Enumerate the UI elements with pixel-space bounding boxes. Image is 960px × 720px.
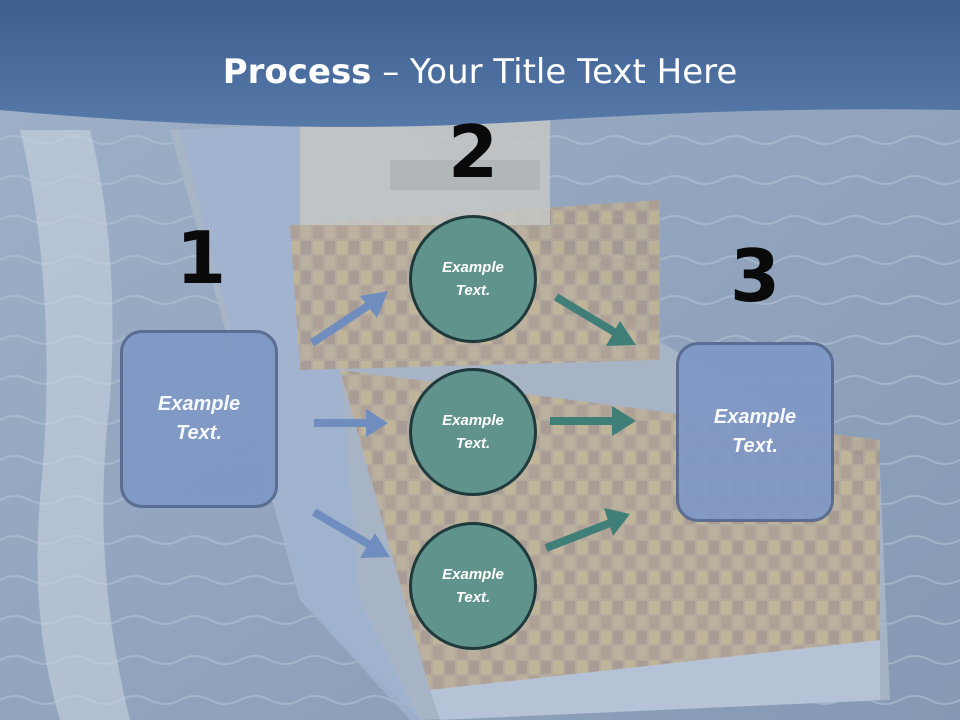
arrow-to-circle-1: [309, 291, 388, 347]
step-number-1: 1: [176, 216, 227, 300]
arrow-to-circle-3: [311, 508, 390, 558]
circle-step-2: Example Text.: [409, 368, 537, 496]
start-box: Example Text.: [120, 330, 278, 508]
arrow-from-circle-3: [544, 508, 630, 552]
arrow-from-circle-1: [553, 293, 636, 346]
arrow-from-circle-2: [550, 406, 636, 436]
circle-2-label: Example Text.: [442, 412, 504, 452]
start-box-label: Example Text.: [157, 393, 241, 444]
circle-step-3: Example Text.: [409, 522, 537, 650]
step-number-3: 3: [730, 234, 781, 318]
title-rest-part: – Your Title Text Here: [371, 52, 738, 92]
circle-step-1: Example Text.: [409, 215, 537, 343]
title-bold-part: Process: [222, 52, 372, 92]
end-box-label: Example Text.: [713, 406, 797, 457]
title-banner: [0, 0, 960, 127]
slide-title: Process – Your Title Text Here: [0, 52, 960, 92]
arrow-to-circle-2: [314, 409, 388, 437]
end-box: Example Text.: [676, 342, 834, 522]
circle-1-label: Example Text.: [442, 259, 504, 299]
circle-3-label: Example Text.: [442, 566, 504, 606]
step-number-2: 2: [448, 110, 499, 194]
